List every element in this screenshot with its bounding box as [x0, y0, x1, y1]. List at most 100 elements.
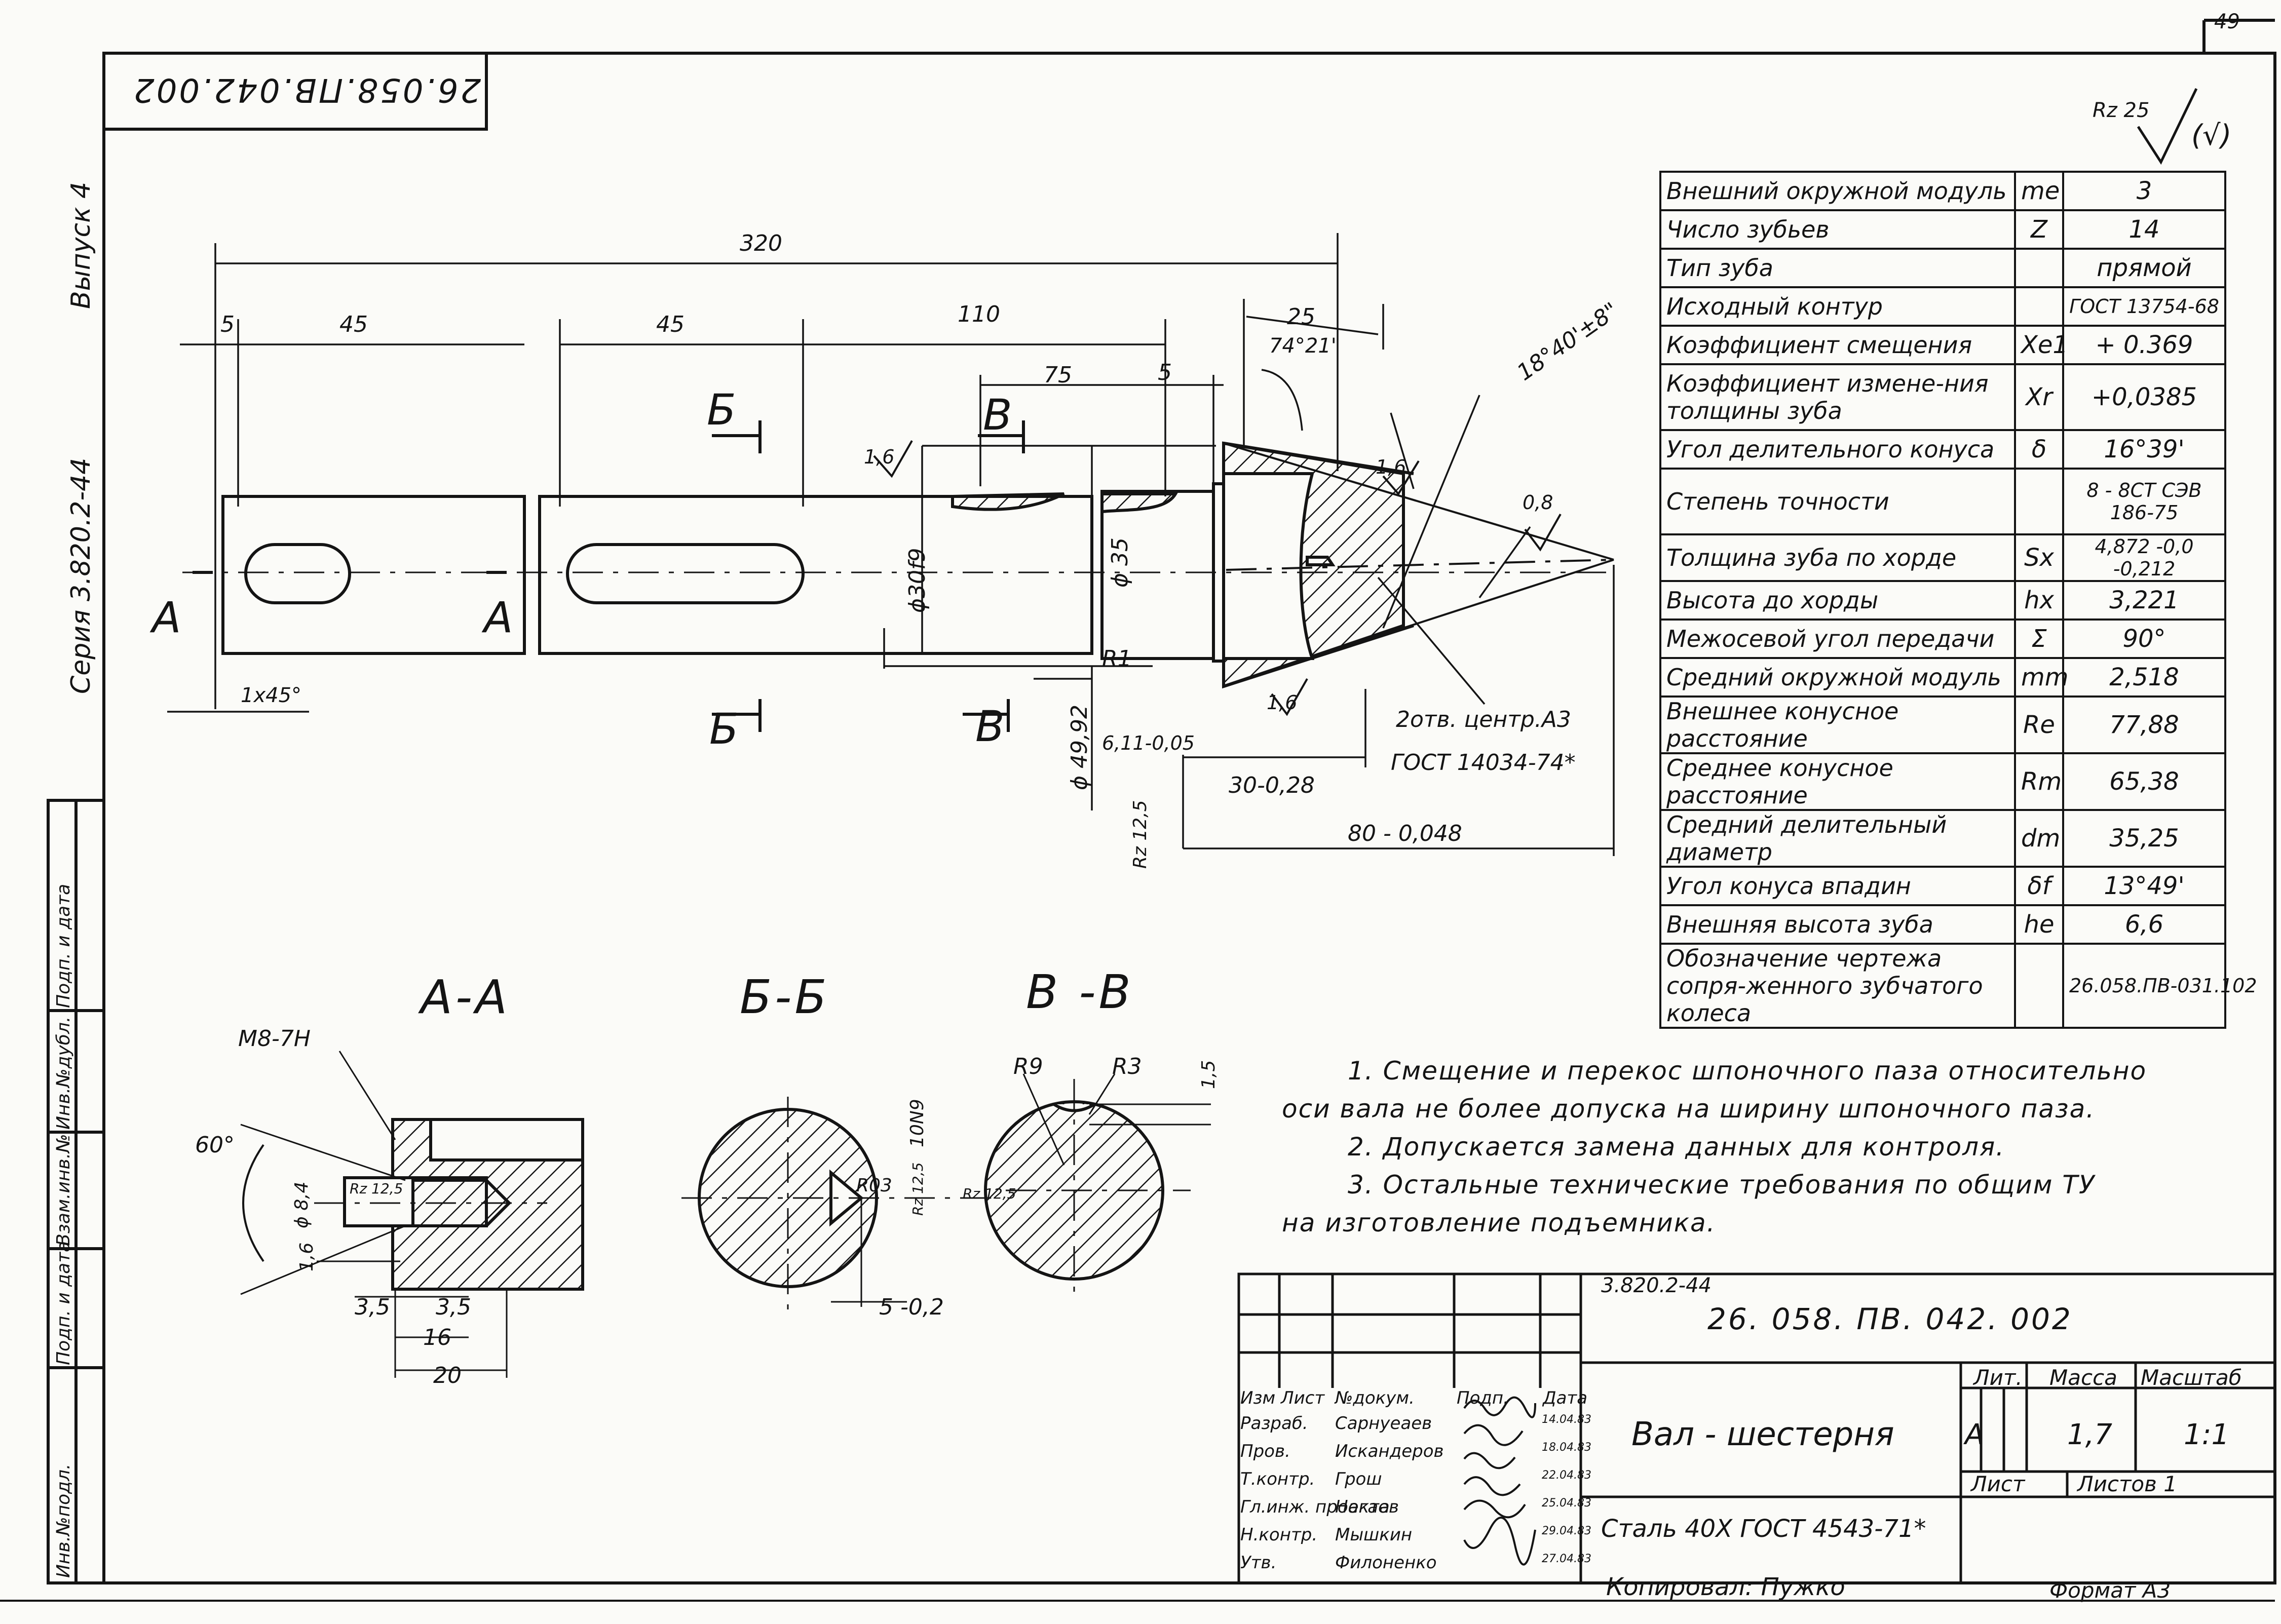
param-symbol: δf	[2014, 866, 2064, 906]
param-symbol: δ	[2014, 429, 2064, 470]
issue-label: Выпуск 4	[66, 181, 96, 309]
tb-material: Сталь 40Х ГОСТ 4543-71*	[1601, 1515, 1926, 1543]
radius-r1: R1	[1102, 646, 1132, 672]
tb-scale-value: 1:1	[2184, 1418, 2230, 1451]
param-symbol: hx	[2014, 580, 2064, 621]
param-value: 4,872 -0,0 -0,212	[2062, 533, 2226, 582]
param-symbol	[2014, 468, 2064, 535]
rough-16b: 1,6	[1376, 456, 1406, 478]
tb-row-date: 22.04.83	[1542, 1469, 1591, 1482]
aa-d16: 16	[423, 1325, 451, 1350]
cut-a-left: А	[152, 593, 181, 642]
tb-row-name: Сарнуеаев	[1335, 1413, 1432, 1434]
param-symbol: Xr	[2014, 363, 2064, 431]
param-symbol: he	[2014, 904, 2064, 945]
param-name: Обозначение чертежа сопря-женного зубчат…	[1659, 943, 2016, 1029]
chamfer: 1x45°	[241, 684, 302, 707]
vv-d15: 1,5	[1198, 1060, 1219, 1089]
param-name: Высота до хорды	[1659, 580, 2016, 621]
tb-row-name: Грош	[1335, 1469, 1382, 1489]
tb-copied: Копировал: Пужко	[1606, 1573, 1845, 1601]
tb-row-date: 27.04.83	[1542, 1553, 1591, 1565]
param-symbol: Xe1	[2014, 325, 2068, 365]
param-value: 13°49'	[2062, 866, 2226, 906]
tb-row-date: 18.04.83	[1542, 1441, 1591, 1454]
param-value: 77,88	[2062, 695, 2226, 754]
param-value: 90°	[2062, 618, 2226, 659]
param-value: 26.058.ПВ-031.102	[2062, 943, 2257, 1029]
note-2: 2. Допускается замена данных для контрол…	[1348, 1132, 2005, 1162]
tb-row-date: 25.04.83	[1542, 1497, 1591, 1510]
tb-row-role: Т.контр.	[1240, 1469, 1315, 1489]
note-1: 1. Смещение и перекос шпоночного паза от…	[1348, 1056, 2147, 1086]
tb-name: Вал - шестерня	[1631, 1416, 1894, 1453]
param-value: прямой	[2062, 248, 2226, 288]
bb-rz-a: Rz 12,5	[909, 1162, 926, 1216]
section-bb-title: Б-Б	[740, 970, 830, 1024]
tb-row-date: 14.04.83	[1542, 1413, 1591, 1426]
tb-row-name: Филоненко	[1335, 1553, 1437, 1573]
param-symbol: Re	[2014, 695, 2064, 754]
side-podp-data-1: Подп. и дата	[53, 1241, 74, 1365]
section-vv-title: В -В	[1026, 965, 1134, 1019]
center-hole-1: 2отв. центр.А3	[1396, 707, 1571, 732]
side-vzam-inv: Взам.инв.№	[53, 1134, 74, 1246]
bb-r03: R03	[856, 1175, 892, 1196]
tb-designation: 26. 058. ПВ. 042. 002	[1707, 1302, 2073, 1336]
param-name: Угол конуса впадин	[1659, 866, 2016, 906]
tb-row-date: 29.04.83	[1542, 1525, 1591, 1537]
section-aa-title: А-А	[421, 970, 511, 1024]
section-aa-view	[240, 1051, 584, 1378]
vv-r9: R9	[1013, 1054, 1043, 1079]
param-value: 35,25	[2062, 809, 2226, 868]
param-symbol: dm	[2014, 809, 2064, 868]
len-611: 6,11-0,05	[1102, 732, 1195, 754]
len-80: 80 - 0,048	[1348, 821, 1462, 846]
param-name: Внешнее конусное расстояние	[1659, 695, 2016, 754]
param-name: Межосевой угол передачи	[1659, 618, 2016, 659]
angle-74: 74°21'	[1269, 334, 1337, 358]
param-name: Толщина зуба по хорде	[1659, 533, 2016, 582]
param-value: ГОСТ 13754-68	[2062, 286, 2226, 327]
param-name: Внешняя высота зуба	[1659, 904, 2016, 945]
tb-row-role: Утв.	[1240, 1553, 1277, 1573]
param-value: 6,6	[2062, 904, 2226, 945]
bb-key: 10N9	[907, 1099, 928, 1147]
side-podp-data-2: Подп. и дата	[53, 883, 74, 1008]
bb-len: 5 -0,2	[879, 1294, 944, 1320]
tb-mass-label: Масса	[2049, 1365, 2117, 1390]
note-1-cont: оси вала не более допуска на ширину шпон…	[1282, 1094, 2096, 1124]
dia-30: ϕ30f9	[904, 548, 930, 613]
tb-format: Формат А3	[2049, 1578, 2171, 1603]
rough-16c: 1,6	[1267, 691, 1298, 714]
param-value: 3,221	[2062, 580, 2226, 621]
note-3: 3. Остальные технические требования по о…	[1348, 1170, 2096, 1200]
aa-angle: 60°	[195, 1132, 235, 1158]
aa-rough-a: Rz 12,5	[350, 1180, 403, 1197]
vv-r3: R3	[1112, 1054, 1142, 1079]
param-value: 65,38	[2062, 752, 2226, 811]
rough-16a: 1,6	[864, 446, 895, 468]
param-value: 2,518	[2062, 657, 2226, 698]
roughness-note: (√)	[2191, 119, 2232, 152]
param-name: Угол делительного конуса	[1659, 429, 2016, 470]
tb-row-role: Гл.инж. проекта	[1240, 1497, 1390, 1517]
len-30: 30-0,28	[1229, 772, 1315, 798]
tb-header-podp: Подп.	[1457, 1388, 1509, 1408]
note-3-cont: на изготовление подъемника.	[1282, 1208, 1716, 1238]
param-symbol: me	[2014, 171, 2064, 211]
title-block-frame	[1237, 1272, 2276, 1584]
dim-5-right: 5	[1158, 360, 1172, 385]
param-symbol: Z	[2014, 209, 2064, 250]
side-inv-podl: Инв.№подл.	[53, 1463, 74, 1578]
